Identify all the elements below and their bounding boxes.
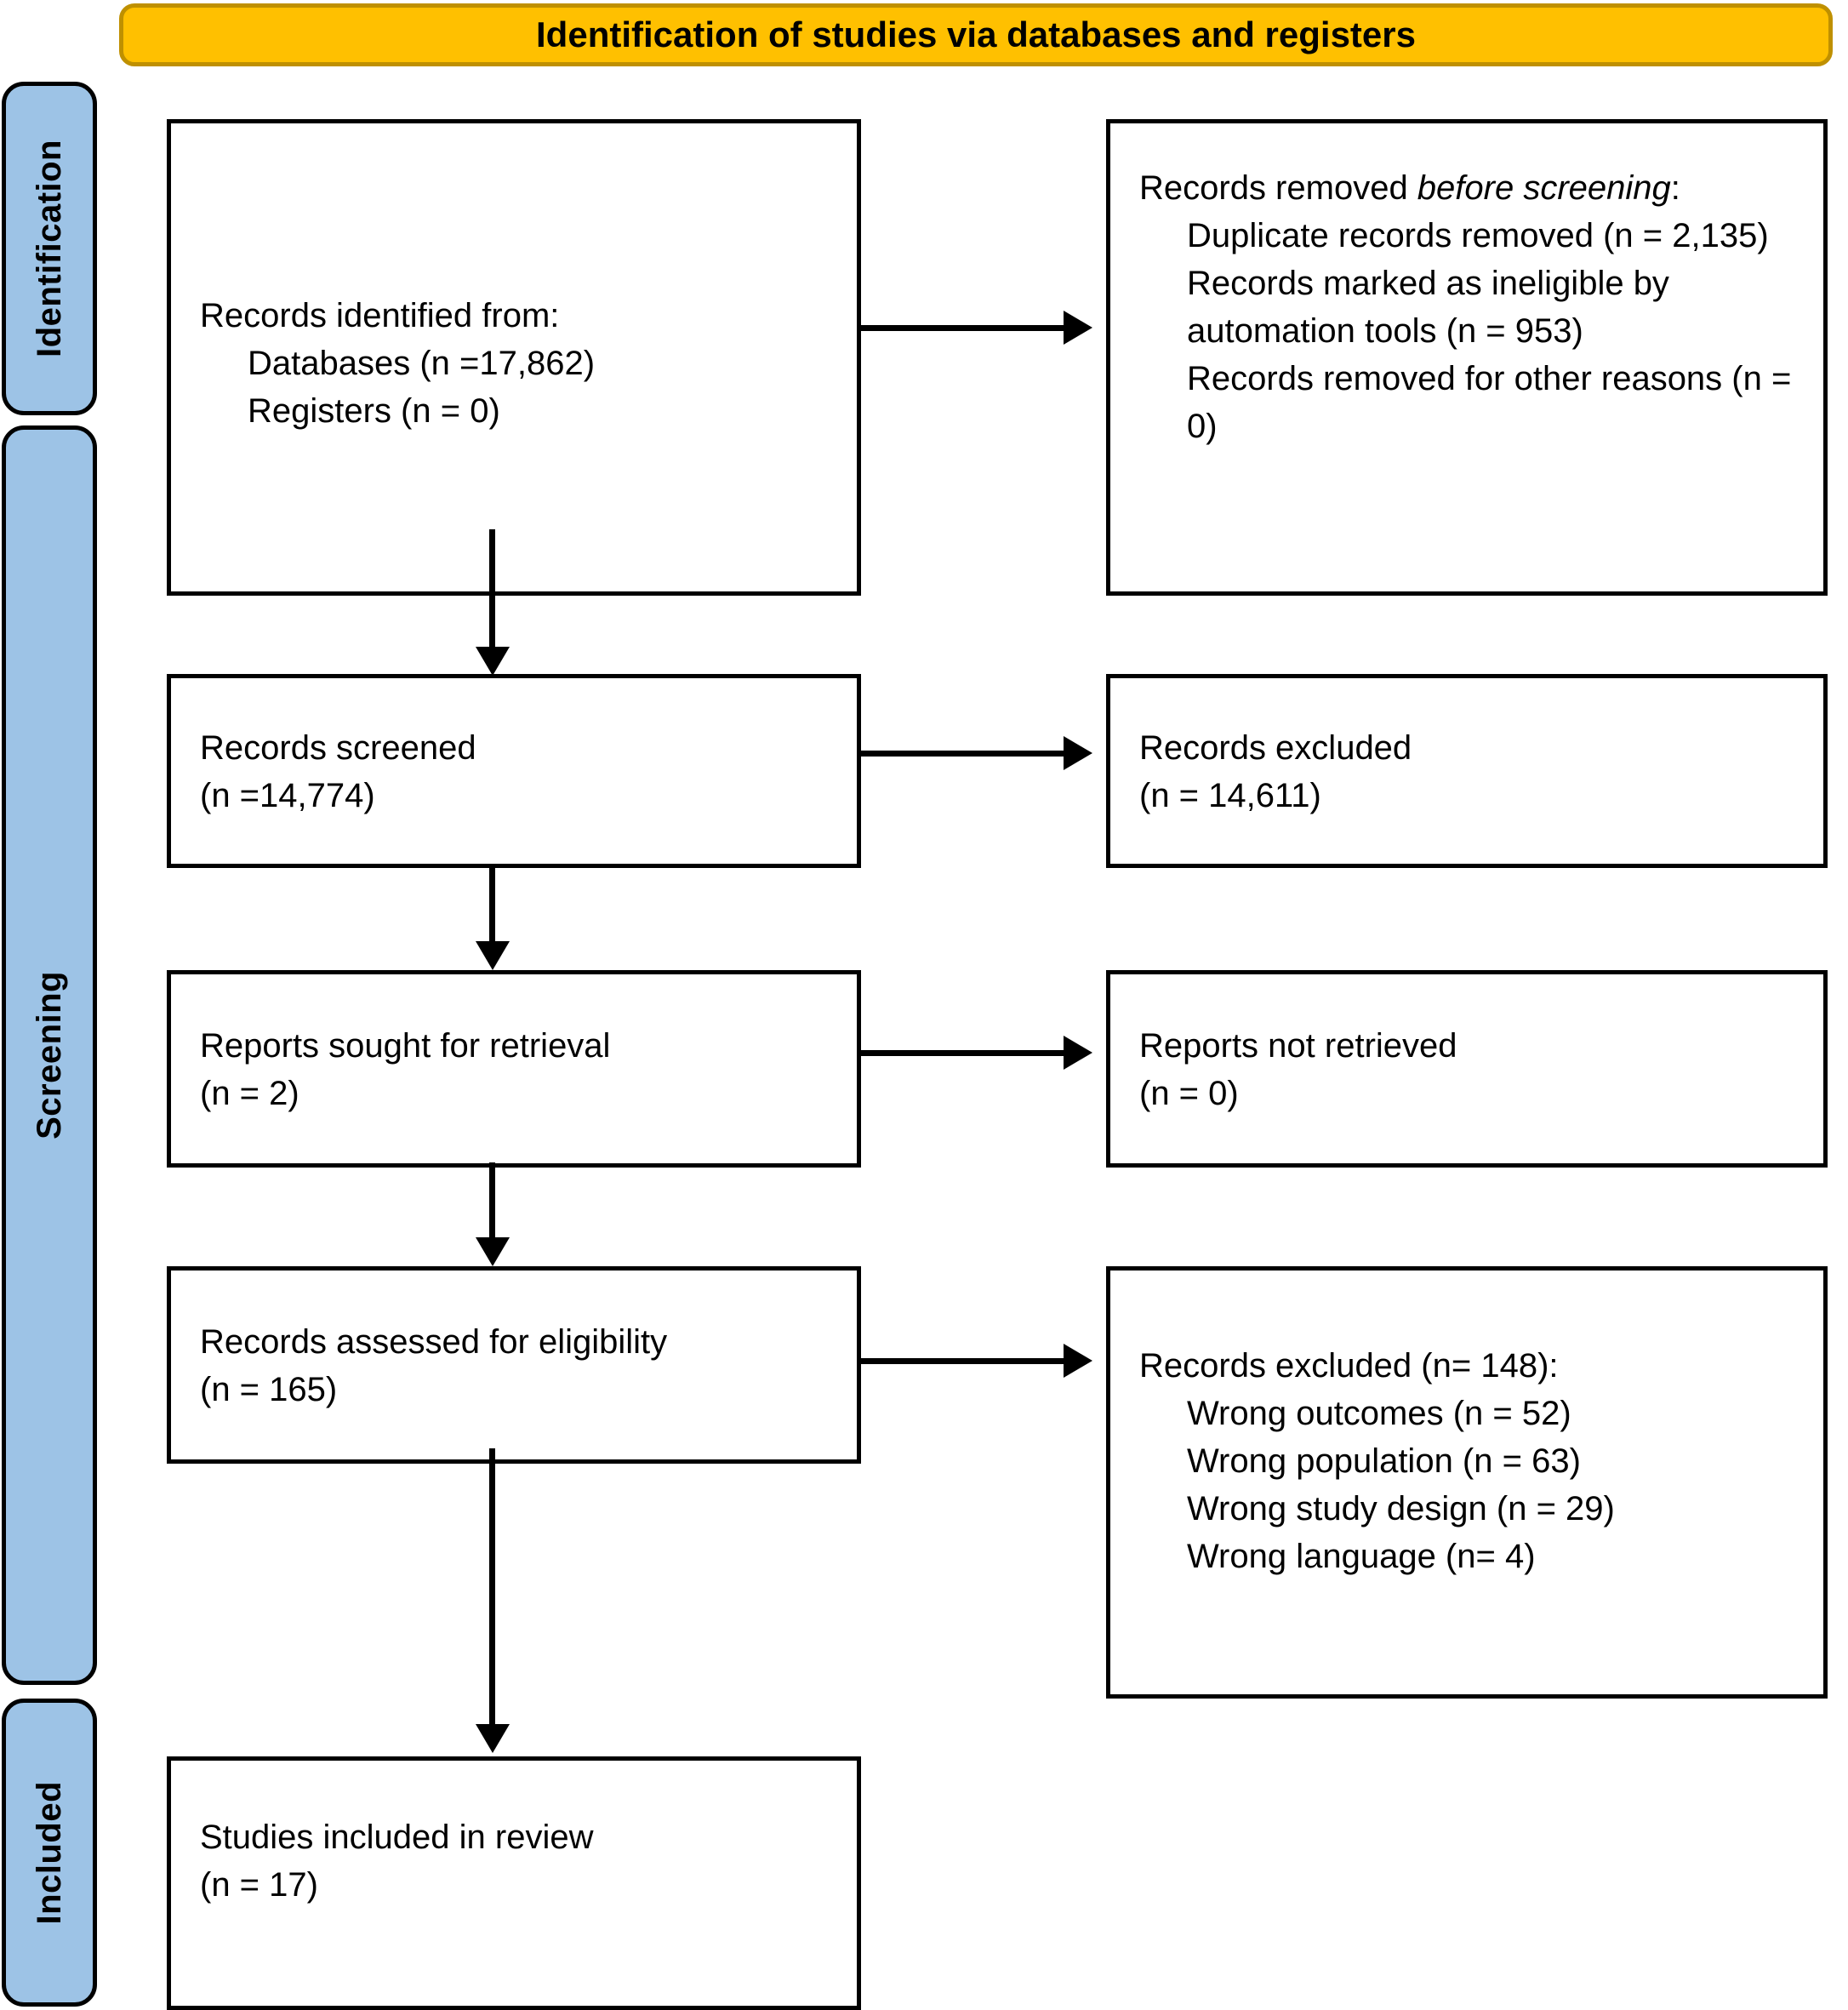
page-title: Identification of studies via databases … <box>536 14 1416 54</box>
stage-tab-screening-label: Screening <box>30 971 68 1139</box>
records-assessed-count: (n = 165) <box>200 1371 338 1408</box>
box-reports-not-retrieved-text: Reports not retrieved (n = 0) <box>1139 1022 1811 1117</box>
box-studies-included-text: Studies included in review (n = 17) <box>200 1813 845 1909</box>
records-assessed-label: Records assessed for eligibility <box>200 1323 668 1361</box>
box-records-screened-text: Records screened (n =14,774) <box>200 724 845 819</box>
stage-tab-identification-label: Identification <box>30 140 68 357</box>
connector-screened-to-sought <box>489 865 495 956</box>
records-identified-registers: Registers (n = 0) <box>248 392 500 430</box>
records-excluded-eligibility-heading: Records excluded (n= 148): <box>1139 1347 1559 1385</box>
box-records-removed-text: Records removed before screening: Duplic… <box>1139 164 1811 450</box>
excluded-reason-wrong-study-design: Wrong study design (n = 29) <box>1187 1490 1615 1527</box>
connector-identified-to-screened <box>489 529 495 665</box>
records-screened-count: (n =14,774) <box>200 777 375 814</box>
connector-identified-to-removed <box>859 325 1070 331</box>
connector-sought-to-not-retrieved <box>859 1050 1070 1056</box>
stage-tab-included: Included <box>2 1699 97 2007</box>
records-removed-heading-italic: before screening <box>1417 169 1671 207</box>
records-removed-duplicates: Duplicate records removed (n = 2,135) <box>1187 217 1769 254</box>
arrow-down-icon <box>476 647 510 676</box>
arrow-down-icon <box>476 941 510 970</box>
stage-tab-included-label: Included <box>30 1780 68 1925</box>
excluded-reason-wrong-population: Wrong population (n = 63) <box>1187 1442 1581 1480</box>
records-screened-label: Records screened <box>200 729 476 767</box>
excluded-reason-wrong-outcomes: Wrong outcomes (n = 52) <box>1187 1395 1571 1432</box>
arrow-right-icon <box>1064 736 1092 770</box>
records-identified-databases: Databases (n =17,862) <box>248 345 596 382</box>
stage-tab-identification: Identification <box>2 82 97 415</box>
records-excluded-screening-label: Records excluded <box>1139 729 1412 767</box>
box-records-assessed-text: Records assessed for eligibility (n = 16… <box>200 1318 845 1413</box>
reports-sought-label: Reports sought for retrieval <box>200 1027 611 1065</box>
box-records-removed-before-screening: Records removed before screening: Duplic… <box>1106 119 1828 596</box>
studies-included-label: Studies included in review <box>200 1819 594 1856</box>
box-records-excluded-eligibility: Records excluded (n= 148): Wrong outcome… <box>1106 1266 1828 1699</box>
reports-not-retrieved-count: (n = 0) <box>1139 1075 1239 1112</box>
arrow-right-icon <box>1064 311 1092 345</box>
stage-tab-screening: Screening <box>2 425 97 1685</box>
diagram-title-banner: Identification of studies via databases … <box>119 3 1833 66</box>
box-reports-sought-text: Reports sought for retrieval (n = 2) <box>200 1022 845 1117</box>
box-reports-not-retrieved: Reports not retrieved (n = 0) <box>1106 970 1828 1168</box>
box-records-excluded-screening-text: Records excluded (n = 14,611) <box>1139 724 1811 819</box>
reports-sought-count: (n = 2) <box>200 1075 299 1112</box>
records-removed-heading-prefix: Records removed <box>1139 169 1417 207</box>
box-studies-included: Studies included in review (n = 17) <box>167 1756 861 2010</box>
arrow-right-icon <box>1064 1344 1092 1378</box>
studies-included-count: (n = 17) <box>200 1866 318 1904</box>
box-records-assessed: Records assessed for eligibility (n = 16… <box>167 1266 861 1464</box>
excluded-reason-wrong-language: Wrong language (n= 4) <box>1187 1538 1536 1575</box>
connector-sought-to-assessed <box>489 1162 495 1254</box>
box-records-screened: Records screened (n =14,774) <box>167 674 861 868</box>
arrow-right-icon <box>1064 1036 1092 1070</box>
connector-screened-to-excluded <box>859 751 1070 757</box>
records-identified-heading: Records identified from: <box>200 297 560 334</box>
arrow-down-icon <box>476 1724 510 1753</box>
records-removed-other: Records removed for other reasons (n = 0… <box>1187 360 1792 445</box>
records-removed-heading-suffix: : <box>1670 169 1680 207</box>
reports-not-retrieved-label: Reports not retrieved <box>1139 1027 1457 1065</box>
records-excluded-screening-count: (n = 14,611) <box>1139 777 1321 814</box>
records-removed-automation: Records marked as ineligible by automati… <box>1187 265 1669 350</box>
box-records-excluded-eligibility-text: Records excluded (n= 148): Wrong outcome… <box>1139 1342 1811 1580</box>
arrow-down-icon <box>476 1237 510 1266</box>
connector-assessed-to-included <box>489 1448 495 1738</box>
box-reports-sought: Reports sought for retrieval (n = 2) <box>167 970 861 1168</box>
box-records-identified-text: Records identified from: Databases (n =1… <box>200 292 845 435</box>
connector-assessed-to-excluded <box>859 1358 1070 1364</box>
box-records-identified: Records identified from: Databases (n =1… <box>167 119 861 596</box>
box-records-excluded-screening: Records excluded (n = 14,611) <box>1106 674 1828 868</box>
records-removed-heading: Records removed before screening: <box>1139 164 1811 212</box>
